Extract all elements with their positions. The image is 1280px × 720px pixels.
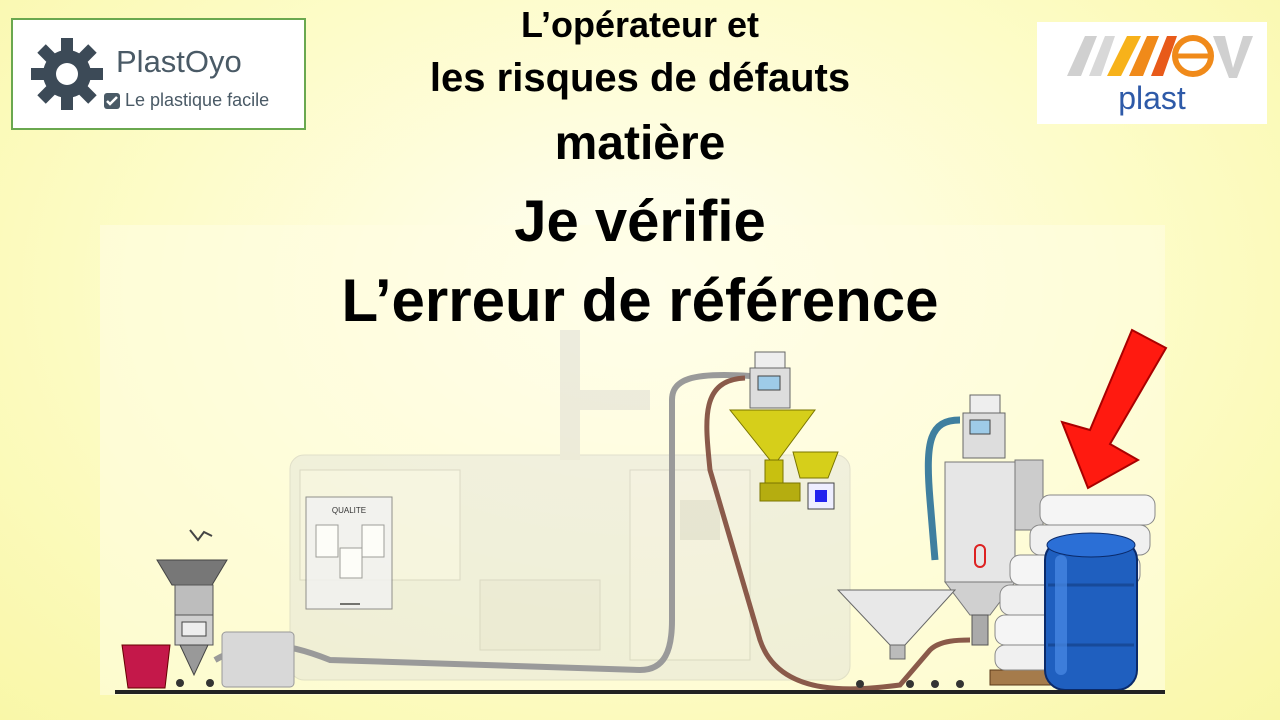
injection-machine bbox=[289, 330, 851, 681]
wev-logo-mark bbox=[1067, 35, 1253, 78]
red-arrow-icon bbox=[1060, 328, 1168, 490]
logo-tagline: Le plastique facile bbox=[125, 90, 270, 110]
wev-plast-logo: plast bbox=[1037, 22, 1267, 124]
plastoyo-logo: PlastOyo Le plastique facile bbox=[11, 18, 306, 130]
logo-wordmark: plast bbox=[1118, 80, 1186, 116]
gear-icon bbox=[31, 38, 103, 110]
title-line-2: les risques de défauts bbox=[429, 56, 851, 100]
checkbox-icon bbox=[104, 93, 120, 109]
grinder bbox=[156, 529, 228, 687]
hopper-loader bbox=[728, 351, 839, 510]
title-line-5: L’erreur de référence bbox=[341, 267, 939, 334]
quality-label: QUALITE bbox=[332, 506, 366, 515]
logo-name: PlastOyo bbox=[116, 44, 242, 79]
quality-cabinet bbox=[305, 496, 393, 610]
red-bin bbox=[121, 644, 171, 689]
dryer bbox=[931, 394, 1044, 688]
title-line-1: L’opérateur et bbox=[520, 4, 760, 45]
blue-hose bbox=[924, 416, 961, 561]
title-line-4: Je vérifie bbox=[514, 189, 766, 254]
title-line-3: matière bbox=[554, 117, 726, 170]
blue-drum bbox=[1044, 532, 1138, 691]
brown-hose bbox=[704, 375, 971, 692]
grey-box bbox=[221, 631, 295, 688]
funnel bbox=[836, 589, 957, 688]
